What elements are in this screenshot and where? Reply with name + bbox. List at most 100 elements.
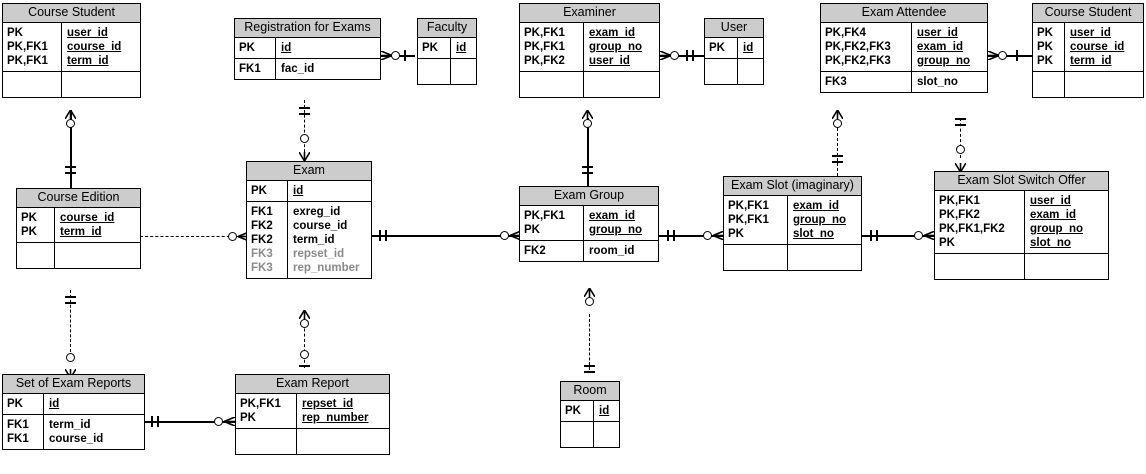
key-column: PK xyxy=(235,38,276,58)
entity-title: Course Edition xyxy=(17,189,140,208)
one-bar-icon xyxy=(667,230,669,241)
entity-room[interactable]: Room PK id xyxy=(560,381,620,448)
crowfoot-icon xyxy=(660,51,671,60)
crowfoot-icon xyxy=(224,417,235,426)
one-bar-icon xyxy=(582,166,593,168)
optional-circle-icon xyxy=(300,350,309,359)
key-column: PK xyxy=(3,394,44,414)
entity-exam-slot[interactable]: Exam Slot (imaginary) PK,FK1 PK,FK1 PK e… xyxy=(723,176,862,271)
entity-title: Exam Group xyxy=(520,187,658,206)
connector-attendee-switchoffer xyxy=(960,118,961,158)
entity-exam-group[interactable]: Exam Group PK,FK1 PK exam_id group_no FK… xyxy=(519,186,659,262)
connector-registration-exam xyxy=(304,100,305,162)
key-column: FK2 xyxy=(520,241,584,261)
attribute-column: exam_id group_no slot_no xyxy=(793,200,847,240)
connector-exam-examreport xyxy=(304,318,305,368)
entity-exam-slot-switch-offer[interactable]: Exam Slot Switch Offer PK,FK1 PK,FK2 PK,… xyxy=(934,171,1109,280)
one-bar-icon xyxy=(65,302,76,304)
key-column: PK PK,FK1 PK,FK1 xyxy=(3,23,62,71)
connector-coursestudent-courseedition xyxy=(70,110,72,188)
entity-set-of-exam-reports[interactable]: Set of Exam Reports PK id FK1 FK1 term_i… xyxy=(2,374,145,450)
attribute-column: id xyxy=(49,398,60,410)
entity-title: Exam Slot Switch Offer xyxy=(935,172,1108,191)
attribute-column: exam_id group_no xyxy=(589,210,643,236)
one-bar-icon xyxy=(870,230,872,241)
entity-pk-section: PK id xyxy=(247,181,371,201)
crowfoot-icon xyxy=(381,51,392,60)
attribute-column xyxy=(62,72,71,97)
key-column: PK xyxy=(247,181,288,201)
one-bar-icon xyxy=(385,230,387,241)
optional-circle-icon xyxy=(585,297,594,306)
key-column: PK PK PK xyxy=(1033,23,1065,71)
entity-examiner[interactable]: Examiner PK,FK1 PK,FK1 PK,FK2 exam_id gr… xyxy=(519,3,660,98)
crowfoot-icon xyxy=(299,310,310,319)
entity-title: Exam Report xyxy=(236,375,389,394)
entity-attr-section: FK1 fac_id xyxy=(235,58,380,79)
entity-attr-section xyxy=(935,253,1108,279)
entity-exam[interactable]: Exam PK id FK1 FK2 FK2 FK3 FK3 exreg_id … xyxy=(246,161,372,279)
entity-attr-section xyxy=(561,421,619,447)
attribute-column xyxy=(55,243,64,268)
optional-circle-icon xyxy=(703,231,712,240)
one-bar-icon xyxy=(157,416,159,427)
one-bar-icon xyxy=(299,113,310,115)
attribute-column: id xyxy=(293,185,304,197)
attribute-column: slot_no xyxy=(917,76,958,88)
key-column xyxy=(935,254,1025,279)
crowfoot-icon xyxy=(713,231,724,240)
attribute-column: id xyxy=(281,42,292,54)
optional-circle-icon xyxy=(391,51,400,60)
entity-attr-section: FK2 room_id xyxy=(520,240,658,261)
attribute-column: repset_id rep_number xyxy=(302,398,369,424)
attribute-column: user_id course_id term_id xyxy=(1070,27,1125,67)
attribute-column xyxy=(1025,254,1034,279)
connector-examslot-switchoffer xyxy=(862,235,934,237)
one-bar-icon xyxy=(832,161,843,163)
optional-circle-icon xyxy=(228,232,237,241)
entity-exam-report[interactable]: Exam Report PK,FK1 PK repset_id rep_numb… xyxy=(235,374,390,455)
entity-registration-for-exams[interactable]: Registration for Exams PK id FK1 fac_id xyxy=(234,18,381,80)
entity-pk-section: PK,FK1 PK,FK1 PK,FK2 exam_id group_no us… xyxy=(520,23,659,71)
entity-attr-section: FK1 FK1 term_id course_id xyxy=(3,414,144,449)
connector-examgroup-examslot xyxy=(659,235,725,237)
entity-attr-section xyxy=(3,71,140,97)
entity-title: User xyxy=(705,19,763,38)
entity-attr-section xyxy=(418,58,476,84)
attribute-column: id xyxy=(743,42,754,54)
attribute-column xyxy=(451,59,460,84)
entity-faculty[interactable]: Faculty PK id xyxy=(417,18,477,85)
entity-course-student-left[interactable]: Course Student PK PK,FK1 PK,FK1 user_id … xyxy=(2,3,141,98)
crowfoot-icon xyxy=(955,163,966,172)
one-bar-icon xyxy=(582,172,593,174)
entity-title: Course Student xyxy=(1033,4,1143,23)
entity-pk-section: PK PK course_id term_id xyxy=(17,208,140,242)
one-bar-icon xyxy=(299,107,310,109)
entity-pk-section: PK id xyxy=(561,401,619,421)
attribute-column xyxy=(788,245,797,270)
entity-attr-section xyxy=(520,71,659,97)
attribute-column xyxy=(738,59,747,84)
attribute-column: course_id term_id xyxy=(60,212,115,238)
key-column: PK xyxy=(705,38,738,58)
entity-pk-section: PK id xyxy=(418,38,476,58)
entity-exam-attendee[interactable]: Exam Attendee PK,FK4 PK,FK2,FK3 PK,FK2,F… xyxy=(820,3,988,93)
optional-circle-icon xyxy=(956,145,965,154)
one-bar-icon xyxy=(151,416,153,427)
entity-course-edition[interactable]: Course Edition PK PK course_id term_id xyxy=(16,188,141,269)
entity-course-student-right[interactable]: Course Student PK PK PK user_id course_i… xyxy=(1032,3,1144,98)
entity-title: Registration for Exams xyxy=(235,19,380,38)
key-column: PK,FK4 PK,FK2,FK3 PK,FK2,FK3 xyxy=(821,23,912,71)
optional-circle-icon xyxy=(300,319,309,328)
key-column xyxy=(561,422,594,447)
entity-user[interactable]: User PK id xyxy=(704,18,764,85)
optional-circle-icon xyxy=(300,134,309,143)
key-column xyxy=(1033,72,1065,97)
key-column: PK,FK1 PK xyxy=(520,206,584,240)
entity-pk-section: PK PK PK user_id course_id term_id xyxy=(1033,23,1143,71)
one-bar-icon xyxy=(832,155,843,157)
entity-attr-section xyxy=(724,244,861,270)
attribute-column: user_id exam_id group_no slot_no xyxy=(1030,195,1084,249)
one-bar-icon xyxy=(584,371,595,373)
optional-circle-icon xyxy=(66,119,75,128)
